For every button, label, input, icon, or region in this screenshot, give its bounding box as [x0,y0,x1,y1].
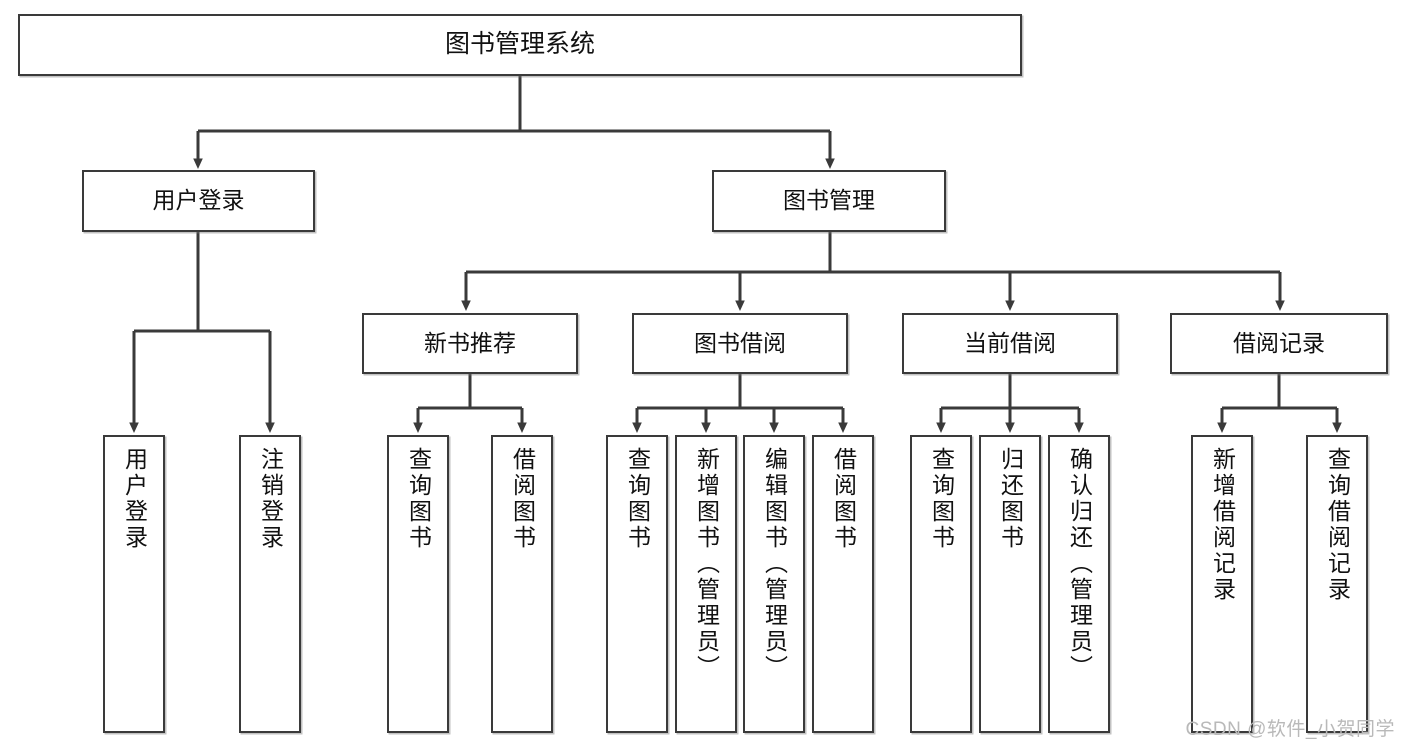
node-label: 图书借阅 [694,329,786,356]
leaf-query-book-current[interactable]: 查询图书 [910,435,972,733]
leaf-add-book-admin[interactable]: 新增图书（管理员） [675,435,737,733]
node-label: 新书推荐 [424,329,516,356]
node-book-borrow[interactable]: 图书借阅 [632,313,848,374]
leaf-label: 查询借阅记录 [1324,447,1351,603]
leaf-borrow-book[interactable]: 借阅图书 [812,435,874,733]
leaf-return-book[interactable]: 归还图书 [979,435,1041,733]
leaf-query-borrow-record[interactable]: 查询借阅记录 [1306,435,1368,733]
node-borrow-record[interactable]: 借阅记录 [1170,313,1388,374]
leaf-query-book-recommend[interactable]: 查询图书 [387,435,449,733]
leaf-label: 注销登录 [257,447,284,551]
node-book-management-system[interactable]: 图书管理系统 [18,14,1022,76]
leaf-label: 编辑图书（管理员） [761,447,788,681]
node-book-management[interactable]: 图书管理 [712,170,946,232]
node-new-book-recommend[interactable]: 新书推荐 [362,313,578,374]
leaf-label: 确认归还（管理员） [1066,447,1093,681]
node-label: 当前借阅 [964,329,1056,356]
node-current-borrow[interactable]: 当前借阅 [902,313,1118,374]
leaf-borrow-book-recommend[interactable]: 借阅图书 [491,435,553,733]
node-user-login[interactable]: 用户登录 [82,170,315,232]
node-label: 图书管理系统 [444,30,595,59]
leaf-label: 查询图书 [624,447,651,551]
leaf-logout-login[interactable]: 注销登录 [239,435,301,733]
leaf-add-borrow-record[interactable]: 新增借阅记录 [1191,435,1253,733]
leaf-label: 用户登录 [121,447,148,551]
leaf-edit-book-admin[interactable]: 编辑图书（管理员） [743,435,805,733]
node-label: 借阅记录 [1233,329,1325,356]
watermark: CSDN @软件_小贺同学 [1185,719,1395,740]
leaf-label: 借阅图书 [830,447,857,551]
leaf-confirm-return-admin[interactable]: 确认归还（管理员） [1048,435,1110,733]
leaf-label: 新增借阅记录 [1209,447,1236,603]
leaf-label: 借阅图书 [509,447,536,551]
leaf-user-login[interactable]: 用户登录 [103,435,165,733]
leaf-query-book-borrow[interactable]: 查询图书 [606,435,668,733]
node-label: 用户登录 [152,187,245,214]
leaf-label: 查询图书 [928,447,955,551]
leaf-label: 归还图书 [997,447,1024,551]
leaf-label: 查询图书 [405,447,432,551]
node-label: 图书管理 [783,187,875,214]
leaf-label: 新增图书（管理员） [693,447,720,681]
